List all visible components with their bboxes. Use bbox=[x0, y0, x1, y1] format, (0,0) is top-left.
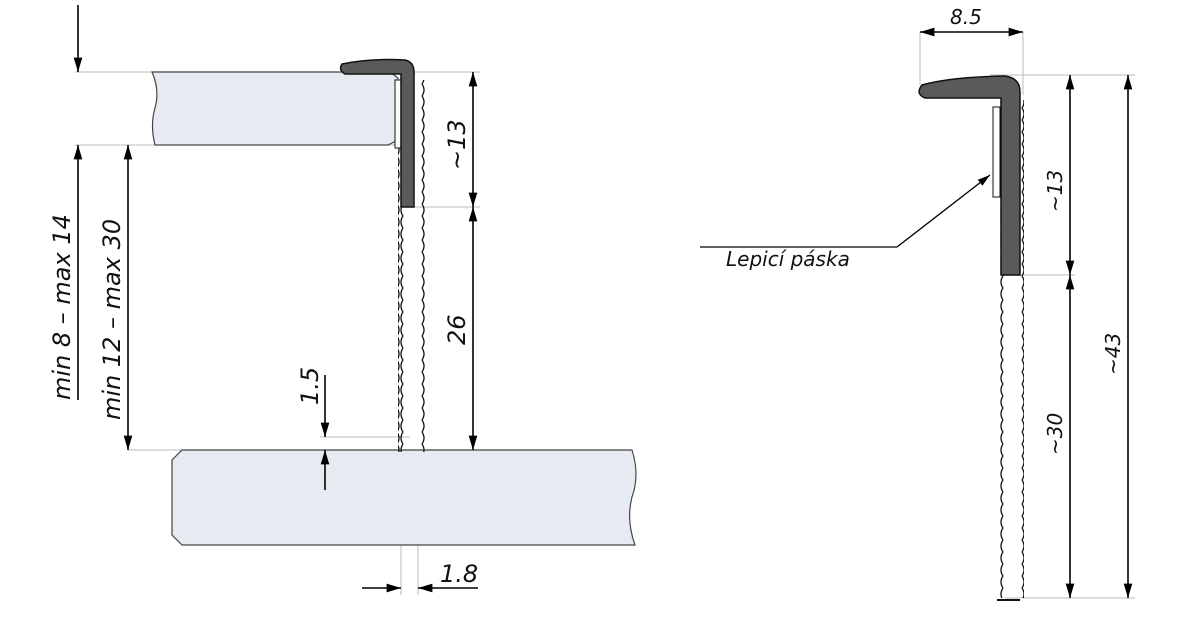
dim-adjust-range: min 8 – max 14 bbox=[48, 214, 76, 400]
label-tape: Lepicí páska bbox=[726, 247, 850, 271]
right-view: 8.5 ~13 ~30 ~43 Lepicí páska bbox=[700, 5, 1135, 601]
dim-gap-range: min 12 – max 30 bbox=[98, 219, 126, 420]
edge-profile bbox=[918, 75, 1021, 276]
dim-corrugated-length: ~30 bbox=[1043, 413, 1067, 455]
dim-cap-height: ~13 bbox=[1043, 170, 1067, 212]
bottom-board bbox=[171, 449, 637, 546]
adhesive-tape bbox=[394, 79, 402, 149]
dim-cap-height: ~13 bbox=[443, 119, 471, 170]
dim-thickness: 1.8 bbox=[440, 560, 478, 588]
adhesive-tape bbox=[992, 106, 1001, 198]
edge-profile bbox=[339, 58, 415, 208]
top-board bbox=[151, 71, 399, 146]
dim-total-length: ~43 bbox=[1101, 333, 1125, 375]
dim-gap-offset: 1.5 bbox=[296, 367, 324, 405]
leader-arrow bbox=[896, 174, 991, 248]
left-view: min 8 – max 14 min 12 – max 30 ~13 26 1.… bbox=[48, 5, 637, 595]
dim-corrugated-length: 26 bbox=[443, 314, 471, 345]
dim-cap-width: 8.5 bbox=[950, 5, 982, 29]
